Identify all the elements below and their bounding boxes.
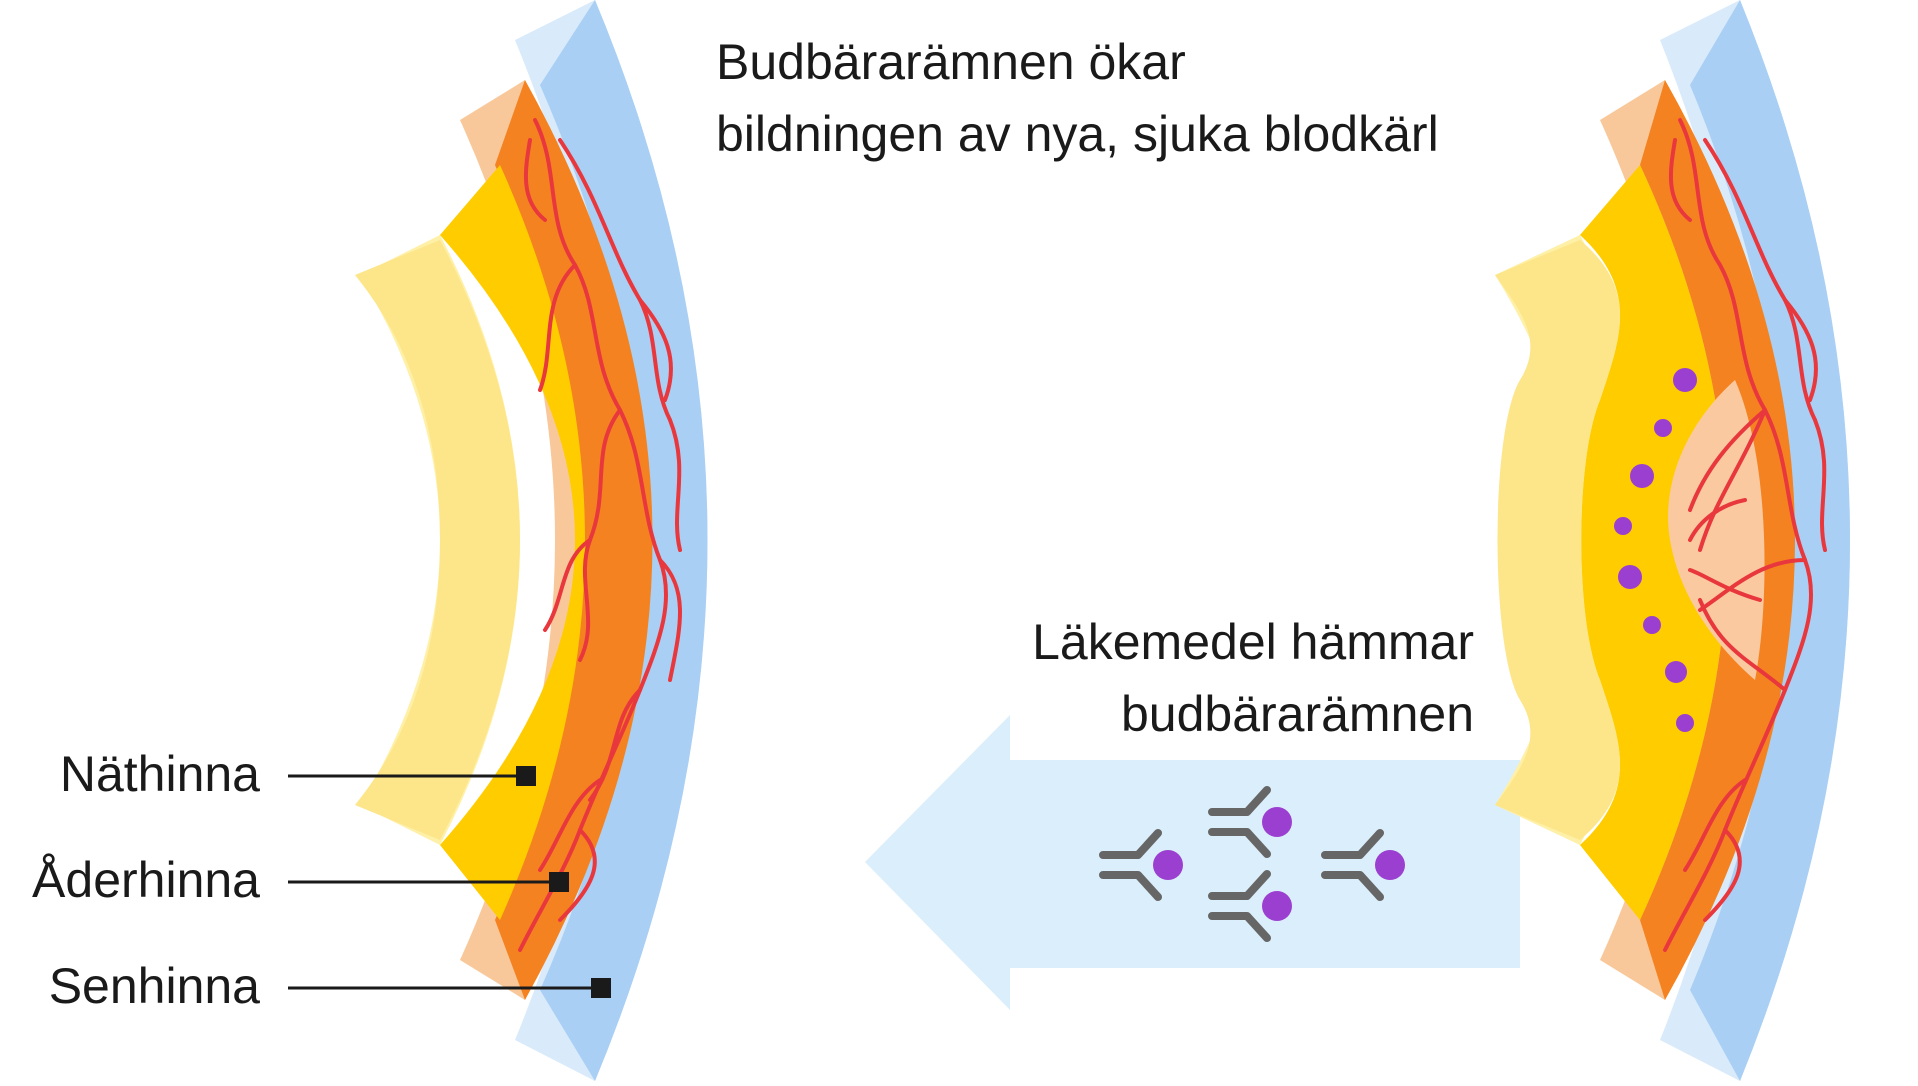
antibody-with-molecule [1321, 829, 1405, 901]
blood-vessel [668, 418, 682, 552]
left-blood-vessels [518, 118, 682, 952]
antibody-with-molecule [1208, 870, 1292, 942]
bottom-caption-line1: Läkemedel hämmar [1032, 614, 1474, 670]
blood-vessel [1688, 408, 1767, 512]
vegf-molecule [1643, 616, 1661, 634]
retina-label: Näthinna [59, 746, 260, 802]
antibody [1208, 870, 1271, 942]
vegf-molecule [1654, 419, 1672, 437]
blood-vessel [1698, 598, 1787, 692]
vegf-molecule [1630, 464, 1654, 488]
bound-molecule [1262, 891, 1292, 921]
right-retina-inner [1495, 240, 1620, 840]
blood-vessel [1688, 568, 1762, 602]
blood-vessel [523, 138, 547, 222]
blood-vessel [1688, 498, 1747, 542]
left-retina-inner [355, 240, 520, 840]
right-sclera [1690, 0, 1850, 1081]
blood-vessel [1698, 408, 1767, 552]
bound-molecule [1153, 850, 1183, 880]
choroid-label: Åderhinna [32, 852, 260, 908]
antibody [1321, 829, 1384, 901]
blood-vessel [558, 828, 597, 922]
blood-vessel [1698, 558, 1807, 612]
left-sclera [540, 0, 708, 1081]
blood-vessel [588, 688, 642, 802]
antibody [1099, 829, 1162, 901]
sclera-label: Senhinna [48, 958, 260, 1014]
blood-vessel [538, 263, 577, 392]
vegf-molecules [1614, 368, 1697, 732]
blood-vessel [1703, 828, 1742, 922]
treatment-arrow [865, 715, 1520, 1010]
right-blood-vessels [1663, 118, 1827, 952]
vegf-molecule [1665, 661, 1687, 683]
left-eye-wall [288, 0, 708, 1081]
blood-vessel [543, 538, 592, 632]
blood-vessel [538, 778, 602, 872]
vegf-molecule [1676, 714, 1694, 732]
sclera-marker [591, 978, 611, 998]
vegf-molecule [1614, 517, 1632, 535]
blood-vessel [658, 558, 682, 682]
left-choroid [495, 80, 653, 1000]
right-lesion [1668, 380, 1765, 680]
right-retina [1580, 165, 1728, 920]
bound-molecule [1262, 807, 1292, 837]
top-caption-line1: Budbärarämnen ökar [716, 34, 1186, 90]
antibody-group [1099, 786, 1405, 942]
left-layer-markers [288, 766, 611, 998]
vegf-molecule [1673, 368, 1697, 392]
right-eye-wall [1495, 0, 1850, 1081]
blood-vessel [638, 298, 673, 402]
right-choroid [1640, 80, 1795, 1000]
vegf-molecule [1618, 565, 1642, 589]
blood-vessel [1813, 418, 1827, 552]
retina-marker [516, 766, 536, 786]
bound-molecule [1375, 850, 1405, 880]
antibody [1208, 786, 1271, 858]
top-caption-line2: bildningen av nya, sjuka blodkärl [716, 106, 1439, 162]
blood-vessel [1683, 778, 1747, 872]
blood-vessel [1783, 298, 1818, 402]
antibody-with-molecule [1099, 829, 1183, 901]
choroid-marker [549, 872, 569, 892]
blood-vessel [1668, 138, 1692, 222]
antibody-with-molecule [1208, 786, 1292, 858]
bottom-caption-line2: budbärarämnen [1120, 686, 1474, 742]
